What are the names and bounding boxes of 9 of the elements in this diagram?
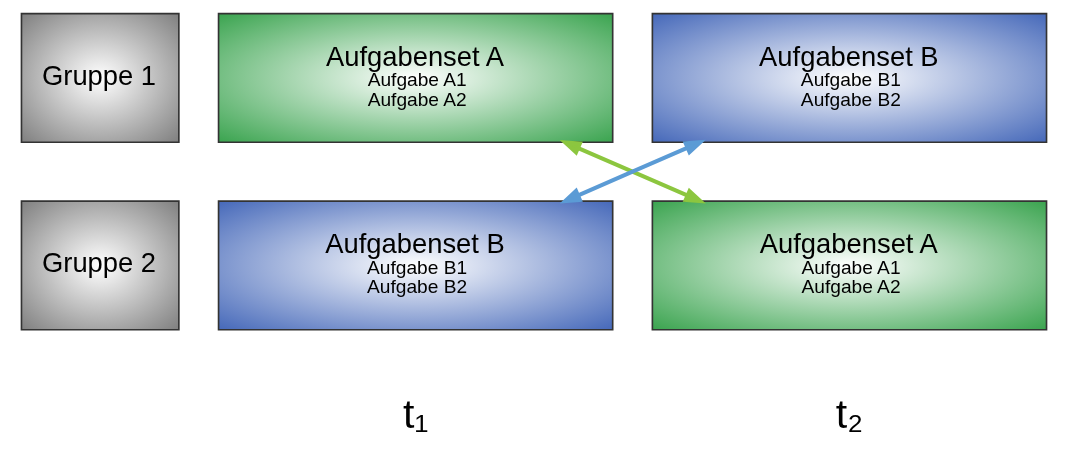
node-box: Gruppe 2 xyxy=(20,200,180,331)
arrow xyxy=(559,139,706,204)
label: t₁ xyxy=(402,390,429,437)
node-box: Aufgabenset A Aufgabe A1 Aufgabe A2 xyxy=(217,12,614,144)
node-box: Aufgabenset B Aufgabe B1 Aufgabe B2 xyxy=(217,200,614,331)
node-box: Aufgabenset B Aufgabe B1 Aufgabe B2 xyxy=(651,12,1048,144)
node-box: Aufgabenset A Aufgabe A1 Aufgabe A2 xyxy=(651,200,1048,331)
label: t₂ xyxy=(835,390,864,437)
node-box: Gruppe 1 xyxy=(20,12,180,144)
